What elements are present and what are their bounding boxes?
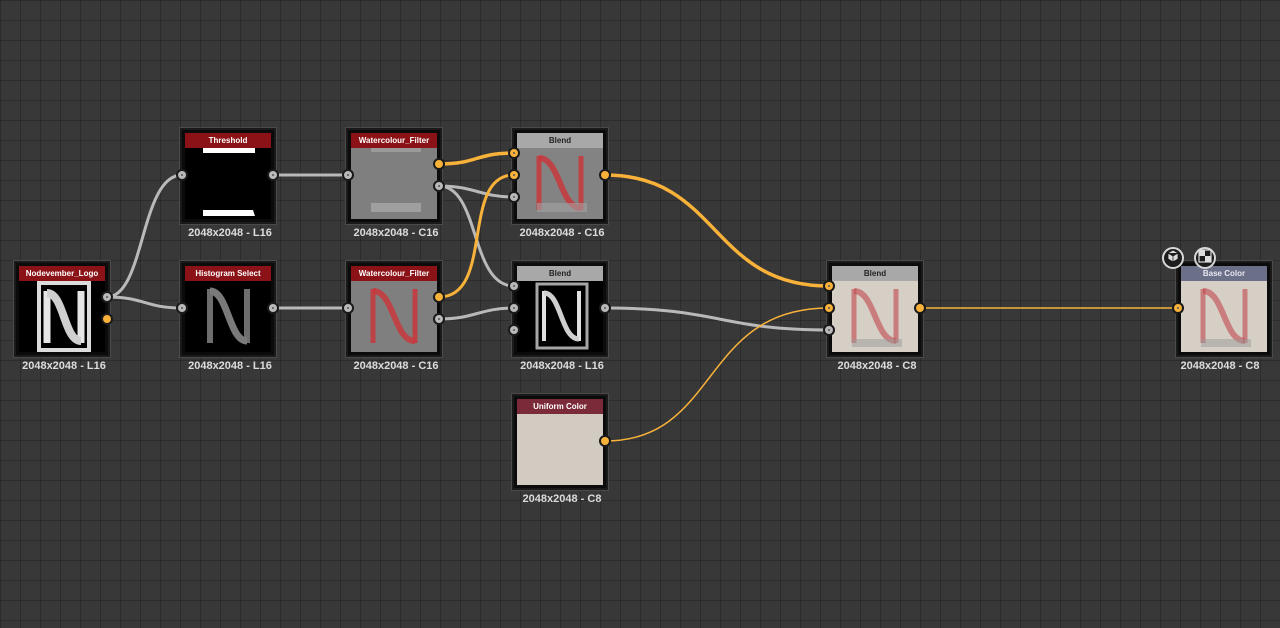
output-port-logo-2[interactable] bbox=[101, 313, 113, 325]
node-thumbnail bbox=[1181, 281, 1267, 352]
node-title: Threshold bbox=[185, 133, 271, 148]
node-title: Blend bbox=[517, 133, 603, 148]
wire-uniform-blend3 bbox=[604, 307, 830, 442]
node-resolution: 2048x2048 - C8 bbox=[1180, 360, 1260, 372]
node-title: Base Color bbox=[1181, 266, 1267, 281]
node-thumbnail bbox=[517, 281, 603, 352]
input-port-blend2-fg[interactable] bbox=[508, 280, 520, 292]
input-port-wc1[interactable] bbox=[342, 169, 354, 181]
node-thumbnail bbox=[517, 148, 603, 219]
input-port-blend2-mask[interactable] bbox=[508, 324, 520, 336]
output-port-blend3[interactable] bbox=[914, 302, 926, 314]
node-nodevember-logo[interactable]: Nodevember_Logo 2048x2048 - L16 bbox=[14, 261, 110, 372]
node-thumbnail bbox=[832, 281, 918, 352]
node-resolution: 2048x2048 - L16 bbox=[22, 360, 106, 372]
wire-blend2-blend3-mask bbox=[604, 306, 830, 332]
node-thumbnail bbox=[185, 281, 271, 352]
node-title: Uniform Color bbox=[517, 399, 603, 414]
input-port-blend2-bg[interactable] bbox=[508, 302, 520, 314]
node-resolution: 2048x2048 - L16 bbox=[188, 227, 272, 239]
output-port-threshold[interactable] bbox=[267, 169, 279, 181]
output-port-histogram[interactable] bbox=[267, 302, 279, 314]
input-port-blend3-mask[interactable] bbox=[823, 324, 835, 336]
node-title: Blend bbox=[517, 266, 603, 281]
node-thumbnail bbox=[351, 148, 437, 219]
node-output-base-color[interactable]: Base Color 2048x2048 - C8 bbox=[1176, 261, 1272, 372]
node-title: Nodevember_Logo bbox=[19, 266, 105, 281]
input-port-output[interactable] bbox=[1172, 302, 1184, 314]
node-resolution: 2048x2048 - C16 bbox=[519, 227, 605, 239]
output-port-logo-1[interactable] bbox=[101, 291, 113, 303]
output-port-wc2-color[interactable] bbox=[433, 291, 445, 303]
node-title: Blend bbox=[832, 266, 918, 281]
node-threshold[interactable]: Threshold 2048x2048 - L16 bbox=[180, 128, 276, 239]
node-uniform-color[interactable]: Uniform Color 2048x2048 - C8 bbox=[512, 394, 608, 505]
wire-wc2-blend2 bbox=[438, 306, 515, 321]
node-blend-1[interactable]: Blend 2048x2048 - C16 bbox=[512, 128, 608, 239]
node-resolution: 2048x2048 - C16 bbox=[353, 360, 439, 372]
output-port-wc1-color[interactable] bbox=[433, 158, 445, 170]
input-port-blend1-bg[interactable] bbox=[508, 169, 520, 181]
output-port-blend1[interactable] bbox=[599, 169, 611, 181]
node-blend-3[interactable]: Blend 2048x2048 - C8 bbox=[827, 261, 923, 372]
wire-blend1-blend3 bbox=[604, 173, 830, 288]
input-port-blend1-mask[interactable] bbox=[508, 191, 520, 203]
input-port-wc2[interactable] bbox=[342, 302, 354, 314]
node-thumbnail bbox=[517, 414, 603, 485]
input-port-blend3-bg[interactable] bbox=[823, 302, 835, 314]
node-title: Watercolour_Filter bbox=[351, 266, 437, 281]
wire-logo-histogram bbox=[106, 295, 183, 310]
checker-2d-icon bbox=[1198, 248, 1212, 268]
node-resolution: 2048x2048 - C16 bbox=[353, 227, 439, 239]
output-port-wc1-mask[interactable] bbox=[433, 180, 445, 192]
node-thumbnail bbox=[185, 148, 271, 219]
view-3d-button[interactable] bbox=[1162, 247, 1184, 269]
node-resolution: 2048x2048 - L16 bbox=[520, 360, 604, 372]
node-resolution: 2048x2048 - C8 bbox=[837, 360, 917, 372]
cube-3d-icon bbox=[1166, 249, 1180, 268]
wire-wc1-blend1 bbox=[438, 151, 515, 166]
node-blend-2[interactable]: Blend 2048x2048 - L16 bbox=[512, 261, 608, 372]
wire-wc1-blend1-mask bbox=[438, 184, 515, 199]
node-watercolour-filter-2[interactable]: Watercolour_Filter 2048x2048 - C16 bbox=[346, 261, 442, 372]
output-port-blend2[interactable] bbox=[599, 302, 611, 314]
node-title: Histogram Select bbox=[185, 266, 271, 281]
view-2d-button[interactable] bbox=[1194, 247, 1216, 269]
node-title: Watercolour_Filter bbox=[351, 133, 437, 148]
node-thumbnail bbox=[19, 281, 105, 352]
node-histogram-select[interactable]: Histogram Select 2048x2048 - L16 bbox=[180, 261, 276, 372]
node-thumbnail bbox=[351, 281, 437, 352]
node-resolution: 2048x2048 - L16 bbox=[188, 360, 272, 372]
input-port-blend3-fg[interactable] bbox=[823, 280, 835, 292]
node-watercolour-filter-1[interactable]: Watercolour_Filter 2048x2048 - C16 bbox=[346, 128, 442, 239]
input-port-threshold[interactable] bbox=[176, 169, 188, 181]
output-port-uniform[interactable] bbox=[599, 435, 611, 447]
input-port-blend1-fg[interactable] bbox=[508, 147, 520, 159]
input-port-histogram[interactable] bbox=[176, 302, 188, 314]
output-port-wc2-mask[interactable] bbox=[433, 313, 445, 325]
node-resolution: 2048x2048 - C8 bbox=[522, 493, 602, 505]
